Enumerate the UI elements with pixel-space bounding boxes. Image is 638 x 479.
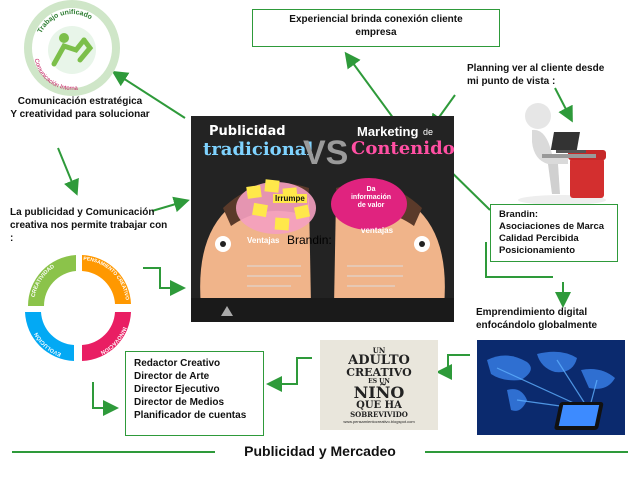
- arrow-cycle-to-board: [143, 267, 186, 296]
- brandin-line1: Brandin:: [499, 209, 539, 220]
- brandin-line4: Posicionamiento: [499, 245, 576, 256]
- arrow-globe-to-poster: [436, 354, 470, 380]
- infographic-board: Publicidad tradicional VS Marketing de C…: [191, 116, 454, 322]
- poster-l1: UN: [372, 346, 386, 355]
- footer-title: Publicidad y Mercadeo: [244, 443, 396, 459]
- poster-l5: NIÑO: [353, 383, 405, 402]
- person-laptop-illustration: [518, 103, 606, 205]
- emprendimiento-line2: enfocándolo globalmente: [476, 320, 598, 331]
- arrow-cycle-to-roles: [92, 382, 119, 416]
- publicidad-text: La publicidad y Comunicación creativa no…: [10, 206, 190, 245]
- poster-url: www.pensamientocreativo.blogspot.com: [343, 419, 415, 424]
- comunicacion-line2: Y creatividad para solucionar: [10, 109, 150, 120]
- infographic-left-title2: tradicional: [203, 139, 314, 160]
- infographic-info-valor: Da información de valor: [350, 186, 392, 209]
- infographic-right-title3: Contenido: [351, 138, 454, 159]
- role-item: Director de Medios: [134, 397, 225, 408]
- top-box-line1: Experiencial brinda conexión cliente: [289, 14, 463, 25]
- unified-work-logo: Trabajo unificado Comunicación Interna: [24, 0, 120, 96]
- poster-l3: CREATIVO: [346, 366, 412, 379]
- role-item: Planificador de cuentas: [134, 410, 247, 421]
- arrow-to-person: [554, 87, 573, 123]
- infographic-ventajas-right: ventajas: [361, 226, 394, 235]
- publicidad-line3: :: [10, 233, 14, 244]
- arrow-to-board-left: [151, 196, 190, 213]
- poster-l2: ADULTO: [348, 353, 410, 368]
- poster-l7: SOBREVIVIDO: [350, 410, 408, 419]
- infographic-vs: VS: [303, 134, 349, 172]
- arrow-to-logo: [111, 70, 186, 119]
- infographic-art: [191, 178, 454, 322]
- global-tablet-image: [477, 340, 625, 435]
- role-item: Director de Arte: [134, 371, 210, 382]
- publicidad-line1: La publicidad y Comunicación: [10, 207, 155, 218]
- poster: UN ADULTO CREATIVO ES UN NIÑO QUE HA SOB…: [320, 340, 438, 430]
- roles-box: Redactor Creativo Director de Arte Direc…: [125, 351, 264, 436]
- arrow-board-to-brandin: [485, 242, 553, 278]
- emprendimiento-line1: Emprendimiento digital: [476, 307, 588, 318]
- poster-l6: QUE HA: [356, 400, 402, 411]
- comunicacion-text: Comunicación estratégica Y creatividad p…: [0, 95, 160, 121]
- infographic-left-title1: Publicidad: [209, 124, 286, 139]
- publicidad-line2: creativa nos permite trabajar con: [10, 220, 168, 231]
- brandin-line2: Asociaciones de Marca: [499, 221, 605, 232]
- infographic-ventajas-left: Ventajas: [247, 236, 280, 245]
- role-item: Director Ejecutivo: [134, 384, 220, 395]
- planning-line1: Planning ver al cliente desde: [467, 63, 605, 74]
- creativity-cycle: CREATIVIDAD PENSAMIENTO CREATIVO INNOVAC…: [25, 255, 131, 361]
- planning-text: Planning ver al cliente desde mi punto d…: [467, 62, 637, 88]
- top-box: Experiencial brinda conexión cliente emp…: [252, 9, 500, 47]
- poster-l4: ES UN: [368, 378, 390, 385]
- top-box-line2: empresa: [355, 27, 397, 38]
- brandin-box: Brandin: Asociaciones de Marca Calidad P…: [490, 204, 618, 262]
- emprendimiento-text: Emprendimiento digital enfocándolo globa…: [476, 306, 636, 332]
- planning-line2: mi punto de vista :: [467, 76, 556, 87]
- infographic-right-title1: Marketing: [357, 124, 419, 139]
- brandin-line3: Calidad Percibida: [499, 233, 579, 244]
- arrow-down-comunicacion: [57, 147, 79, 196]
- infographic-irrumpe: Irrumpe: [273, 194, 307, 203]
- infographic-right-title2: de: [423, 127, 434, 137]
- arrow-poster-to-roles: [266, 357, 312, 392]
- role-item: Redactor Creativo: [134, 358, 221, 369]
- comunicacion-line1: Comunicación estratégica: [17, 96, 143, 107]
- person-icon: [59, 33, 69, 43]
- infographic-brandin-overlay: Brandin:: [287, 233, 332, 247]
